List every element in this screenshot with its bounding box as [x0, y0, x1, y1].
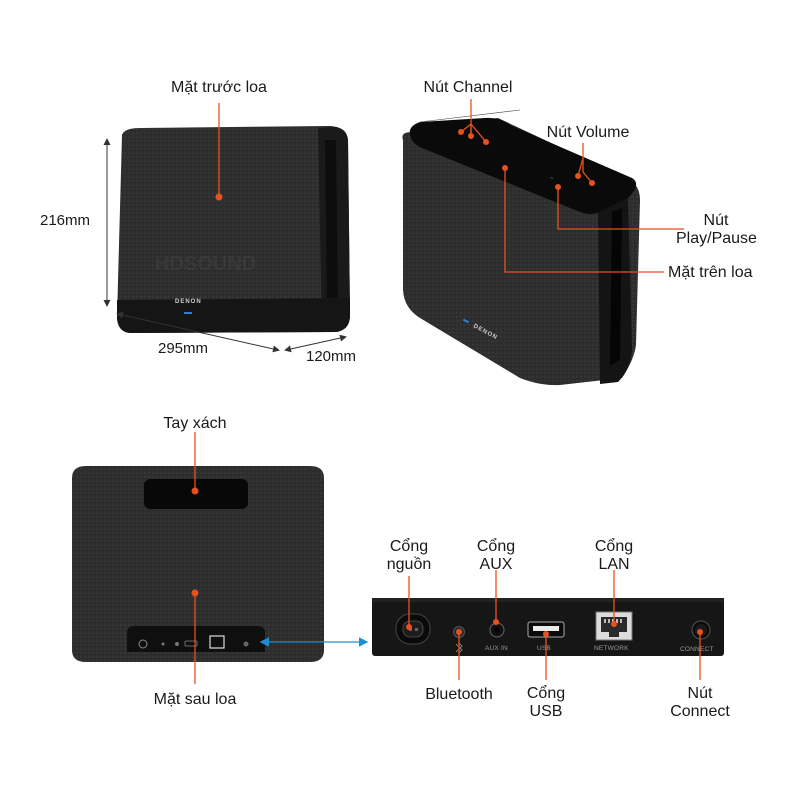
speaker-top-view: DENON ~ — [402, 109, 640, 386]
label-usb-line1: Cổng — [526, 685, 566, 702]
label-playpause: Nút Play/Pause — [676, 212, 757, 248]
label-usb: Cổng USB — [511, 685, 581, 721]
label-front: Mặt trước loa — [171, 79, 267, 96]
label-aux: Cổng AUX — [461, 538, 531, 574]
panel-mark-usb: USB — [537, 645, 551, 652]
label-connect-line1: Nút — [687, 685, 713, 702]
panel-mark-aux-in: AUX IN — [485, 645, 508, 652]
speaker-front-view: DENON HDSOUND — [117, 126, 350, 333]
label-top: Mặt trên loa — [668, 264, 753, 281]
label-channel: Nút Channel — [423, 79, 513, 96]
label-connect: Nút Connect — [660, 685, 740, 721]
label-connect-line2: Connect — [670, 703, 730, 720]
svg-text:DENON: DENON — [175, 299, 202, 305]
label-bluetooth: Bluetooth — [425, 686, 493, 703]
label-lan: Cổng LAN — [579, 538, 649, 574]
label-lan-line2: LAN — [598, 556, 630, 573]
speaker-back-view — [72, 466, 324, 662]
label-playpause-line1: Nút — [703, 212, 729, 229]
label-power: Cổng nguồn — [374, 538, 444, 574]
dim-depth: 120mm — [306, 348, 357, 365]
label-power-line2: nguồn — [386, 556, 432, 573]
dim-height: 216mm — [40, 212, 91, 229]
label-playpause-line2: Play/Pause — [676, 230, 757, 247]
label-volume: Nút Volume — [546, 124, 630, 141]
label-handle: Tay xách — [163, 415, 227, 432]
svg-text:~: ~ — [550, 176, 554, 182]
power-socket-icon — [395, 613, 431, 645]
label-power-line1: Cổng — [389, 538, 429, 555]
label-aux-line2: AUX — [479, 556, 513, 573]
back-panel-closeup: AUX IN USB NETWORK CONNECT — [372, 598, 724, 656]
label-aux-line1: Cổng — [476, 538, 516, 555]
label-usb-line2: USB — [529, 703, 563, 720]
label-back: Mặt sau loa — [153, 691, 237, 708]
label-lan-line1: Cổng — [594, 538, 634, 555]
dim-width: 295mm — [158, 340, 209, 357]
svg-text:HDSOUND: HDSOUND — [155, 253, 256, 275]
callout-lines — [194, 99, 701, 684]
panel-mark-connect: CONNECT — [680, 646, 714, 653]
callout-dots — [191, 129, 703, 637]
panel-mark-network: NETWORK — [594, 645, 629, 652]
